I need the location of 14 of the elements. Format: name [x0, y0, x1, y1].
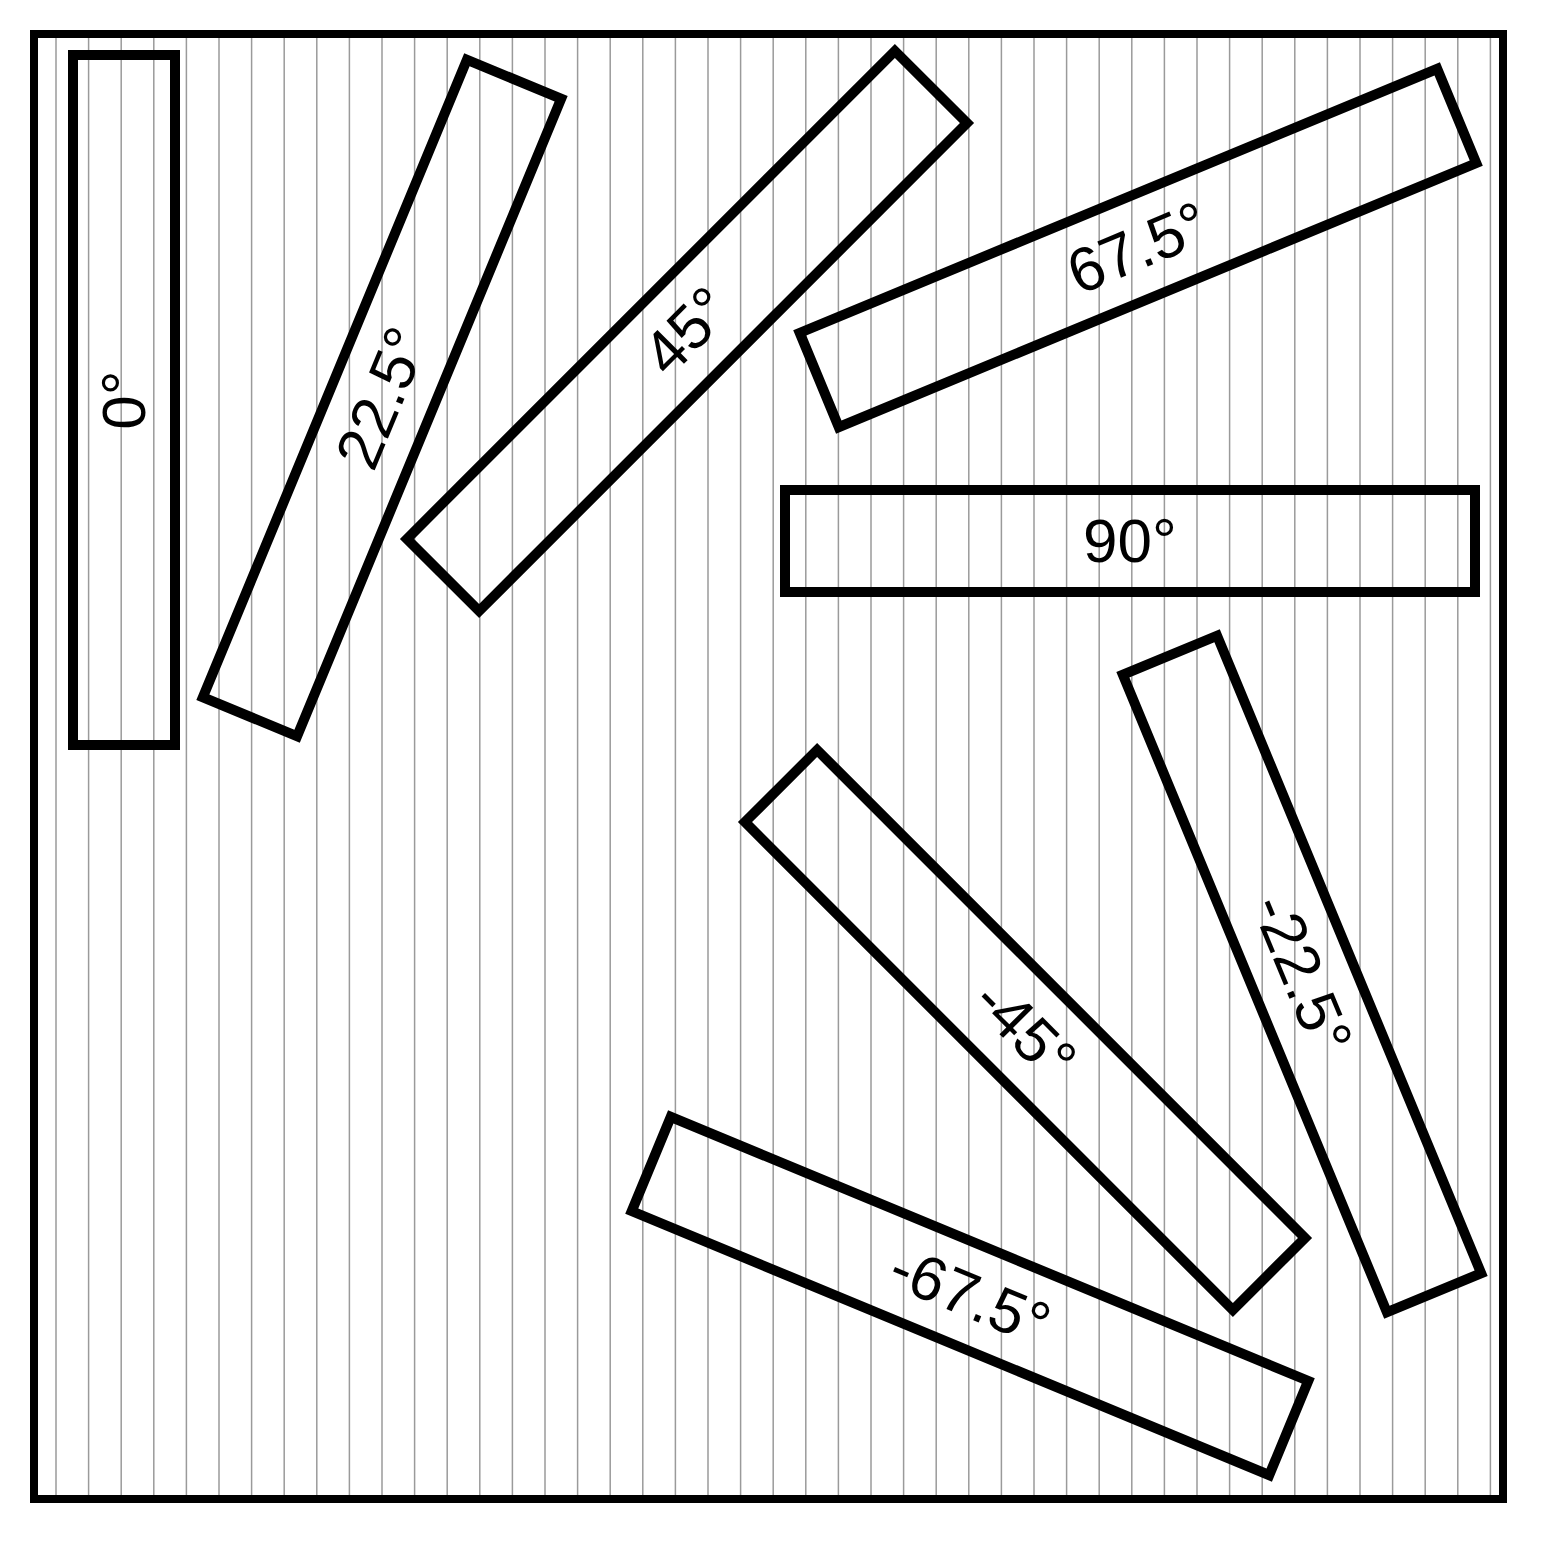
strip-rectangle: [68, 50, 180, 750]
strip-rectangle: [196, 53, 568, 743]
strip-rectangle: [625, 1110, 1315, 1482]
angle-label: -67.5°: [881, 1235, 1059, 1357]
strip-rectangle: [793, 62, 1483, 434]
angle-label: 45°: [631, 275, 743, 387]
angle-label: 22.5°: [325, 318, 439, 478]
angle-label: 0°: [93, 370, 155, 430]
angle-label: -22.5°: [1241, 885, 1363, 1063]
angle-label: -45°: [962, 967, 1088, 1093]
strip-rectangle: [1116, 629, 1488, 1319]
angle-label: 67.5°: [1058, 191, 1218, 305]
angle-label: 90°: [1083, 510, 1177, 572]
strip-rectangle: [780, 485, 1480, 597]
